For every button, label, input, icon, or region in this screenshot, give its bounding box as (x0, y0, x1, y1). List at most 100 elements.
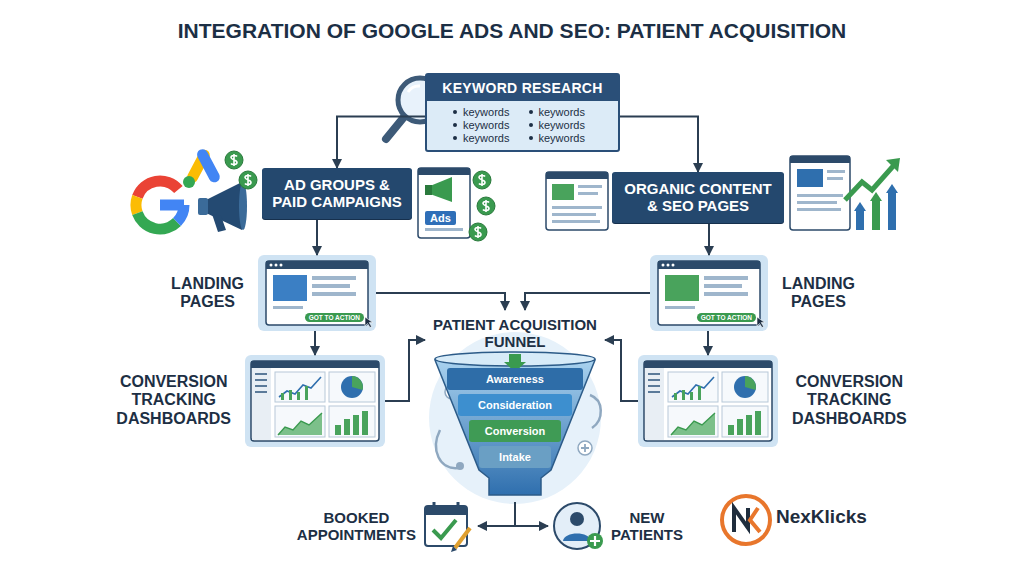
decor-circle (429, 332, 601, 504)
node-funnel: PATIENT ACQUISITION FUNNEL AwarenessConsi… (425, 310, 605, 502)
decor-rect (552, 220, 600, 223)
decor-rect (578, 192, 598, 195)
connector-arrow (314, 331, 316, 355)
decor-rect (797, 201, 837, 204)
icon-slot (426, 503, 472, 549)
node-band: Intake (479, 446, 551, 468)
keyword-item: keywords (529, 106, 605, 118)
node-screen: LANDING PAGESGOT TO ACTION (258, 255, 376, 331)
icon-slot (553, 503, 599, 549)
keyword-item: keywords (529, 119, 605, 131)
decor-polygon (886, 184, 898, 193)
bullet-dot (453, 136, 457, 140)
megaphone-icon (198, 182, 247, 232)
decor-circle (570, 512, 584, 526)
keyword-item: keywords (453, 119, 529, 131)
connector-arrow (385, 340, 425, 401)
ads-logo (183, 147, 222, 188)
decor-rect (888, 192, 896, 230)
decor-line (386, 117, 404, 139)
funnel-heading: PATIENT ACQUISITION FUNNEL (425, 310, 605, 351)
keyword-item: keywords (529, 132, 605, 144)
node-banner: AD GROUPS & PAID CAMPAIGNS (262, 168, 412, 219)
decor-circle (456, 462, 464, 470)
node-band: Awareness (447, 368, 583, 390)
decor-path (563, 534, 591, 542)
decor-rect (418, 168, 470, 238)
keyword-text: keywords (463, 132, 509, 144)
decor-circle (183, 176, 195, 188)
decor-path (435, 360, 595, 495)
diagram-title: INTEGRATION OF GOOGLE ADS AND SEO: PATIE… (0, 19, 1024, 43)
box-heading: KEYWORD RESEARCH (427, 75, 618, 101)
ads-badge: Ads (425, 211, 456, 225)
landing-page-screen (258, 255, 376, 331)
decor-polyline (845, 164, 895, 200)
band-text: Conversion (485, 425, 546, 437)
band-text: Consideration (478, 399, 552, 411)
node-dash: CONVERSION TRACKING DASHBOARDS (245, 355, 385, 447)
coin-icon (473, 171, 491, 189)
decor-line (455, 528, 470, 548)
coin-icon (477, 197, 495, 215)
node-dash: CONVERSION TRACKING DASHBOARDS (638, 355, 778, 447)
funnel-illustration (429, 332, 601, 504)
decor-line (160, 200, 184, 211)
decor-rect (546, 172, 608, 179)
decor-rect (790, 156, 850, 163)
decor-rect (552, 184, 574, 200)
node-band: Conversion (469, 420, 561, 442)
icon-label: BOOKED APPOINTMENTS (297, 509, 416, 544)
patient-icon (554, 503, 603, 549)
decor-circle (587, 533, 603, 549)
banner-text: ORGANIC CONTENT & SEO PAGES (622, 180, 774, 215)
decor-rect (425, 228, 463, 231)
node-band: Consideration (458, 394, 572, 416)
keyword-item: keywords (453, 106, 529, 118)
decor-rect (797, 169, 823, 187)
side-label: LANDING PAGES (171, 275, 244, 312)
connector-arrow (620, 117, 698, 173)
brand-logo (722, 496, 770, 544)
decor-rect (418, 168, 470, 175)
band-text: Awareness (486, 373, 544, 385)
decor-path (136, 197, 137, 213)
connector-arrow (708, 223, 710, 256)
decor-rect (797, 208, 841, 211)
icon-label: NEW PATIENTS (611, 509, 683, 544)
seo-growth-icon (790, 156, 900, 230)
side-label: CONVERSION TRACKING DASHBOARDS (792, 373, 907, 428)
decor-rect (425, 506, 467, 515)
decor-rect (425, 185, 432, 195)
decor-path (212, 214, 226, 232)
ads-window (418, 168, 470, 238)
coin-icon (469, 223, 487, 241)
decor-path (436, 430, 458, 468)
decor-line (433, 502, 436, 510)
side-label: LANDING PAGES (782, 275, 855, 312)
connector-arrow (525, 293, 650, 310)
connector-arrow (376, 293, 505, 310)
decor-path (734, 508, 748, 532)
bullet-dot (529, 110, 533, 114)
decor-rect (827, 177, 843, 180)
decor-rect (790, 156, 850, 230)
connector-arrow (605, 340, 638, 401)
coin-icon (225, 151, 243, 169)
connector-arrow (707, 331, 709, 355)
decor-rect (872, 200, 880, 230)
decor-path (590, 395, 601, 428)
decor-rect (827, 170, 845, 173)
decor-path (137, 213, 177, 229)
cta-button: GOT TO ACTION (697, 313, 756, 322)
decor-rect (552, 213, 596, 216)
keyword-text: keywords (539, 119, 585, 131)
calendar-icon (425, 502, 470, 552)
decor-circle (722, 496, 770, 544)
band-text: Intake (499, 451, 531, 463)
decor-rect (856, 210, 864, 230)
decor-polygon (854, 202, 866, 211)
decor-path (206, 182, 242, 230)
